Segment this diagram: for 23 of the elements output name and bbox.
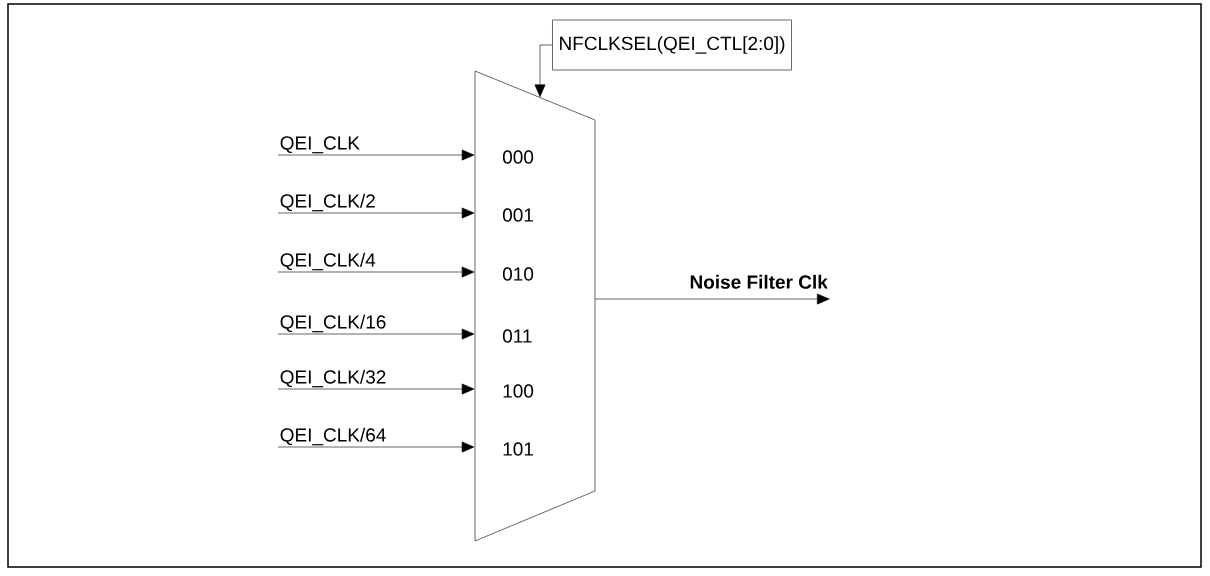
- signal-label: QEI_CLK: [280, 136, 360, 154]
- edge-label: Noise Filter Clk: [690, 274, 828, 289]
- arrow: [277, 207, 475, 219]
- signal-label: QEI_CLK/2: [280, 193, 375, 212]
- arrow: [534, 44, 553, 98]
- arrow: [277, 266, 475, 278]
- input-code: 001: [502, 208, 533, 222]
- input-code: 100: [503, 384, 534, 398]
- arrow: [277, 383, 475, 395]
- signal-label: QEI_CLK/64: [280, 427, 386, 446]
- arrow: [277, 441, 475, 453]
- input-code: 000: [502, 150, 534, 164]
- signal-label: QEI_CLK/32: [280, 369, 386, 388]
- signal-label: QEI_CLK/16: [280, 314, 386, 333]
- input-code: 011: [502, 329, 532, 343]
- arrow: [277, 328, 475, 340]
- input-code: 101: [503, 442, 533, 456]
- signal-label: QEI_CLK/4: [280, 252, 376, 271]
- multiplexer: [474, 70, 596, 542]
- arrow: [277, 149, 475, 161]
- select-box: NFCLKSEL(QEI_CTL[2:0]): [552, 19, 792, 71]
- arrow: [594, 293, 830, 305]
- input-code: 010: [502, 267, 534, 281]
